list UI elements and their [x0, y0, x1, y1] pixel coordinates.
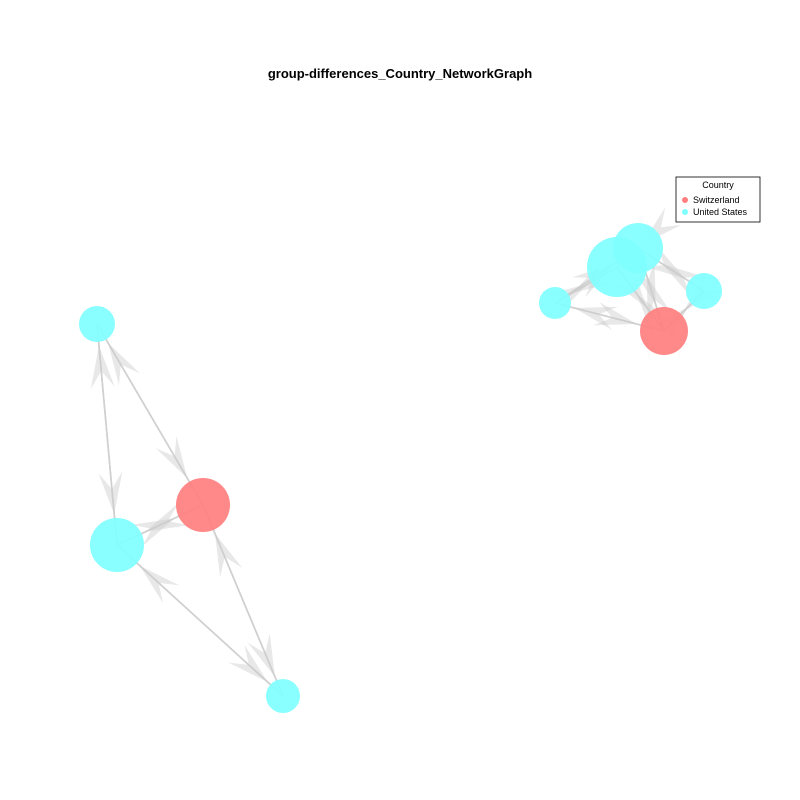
edge-c-a [96, 323, 118, 546]
arrowhead-i-e [646, 275, 671, 320]
edge-d-b [202, 504, 284, 697]
nodes [79, 223, 722, 713]
legend-marker-switzerland [682, 197, 688, 203]
node-united-states-c [90, 518, 144, 572]
node-united-states-d [266, 679, 300, 713]
arrowhead-c-b [131, 518, 175, 547]
node-united-states-f [587, 237, 647, 297]
arrowhead-e-h [643, 246, 686, 279]
node-switzerland-i [640, 307, 688, 355]
arrowhead-d-b [214, 533, 243, 577]
arrowhead-e-i [631, 260, 656, 305]
arrowhead-a-c [98, 471, 123, 515]
arrowhead-h-e [662, 263, 705, 297]
edge-c-d [116, 544, 284, 697]
node-united-states-g [539, 287, 571, 319]
chart-title: group-differences_Country_NetworkGraph [268, 66, 532, 81]
arrowhead-b-c [145, 503, 189, 532]
arrowhead-d-c [139, 565, 180, 603]
legend-marker-united-states [682, 209, 688, 215]
legend-title: Country [702, 180, 734, 190]
arrowhead-c-d [228, 644, 268, 682]
legend-label-switzerland: Switzerland [693, 195, 740, 205]
edge-b-a [96, 323, 204, 506]
legend-box [675, 176, 761, 223]
node-united-states-h [686, 273, 722, 309]
arrowhead-b-a [108, 342, 140, 386]
arrowhead-c-a [90, 345, 115, 389]
legend: Country Switzerland United States [675, 176, 761, 223]
node-switzerland-b [176, 478, 230, 532]
legend-label-united-states: United States [693, 207, 748, 217]
arrowhead-b-d [247, 633, 275, 677]
node-united-states-a [79, 306, 115, 342]
arrowhead-g-i [593, 301, 637, 326]
arrowhead-i-g [574, 306, 619, 331]
arrowhead-a-b [155, 435, 188, 479]
